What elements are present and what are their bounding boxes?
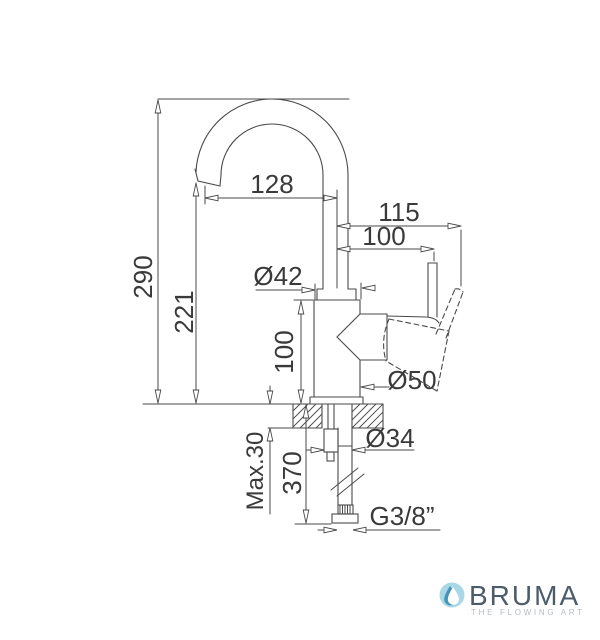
dim-connection-thread: G3/8” bbox=[369, 501, 435, 531]
dim-handle-reach: 115 bbox=[378, 197, 420, 227]
dim-neck-diameter: Ø42 bbox=[253, 261, 303, 291]
mounting-hardware bbox=[323, 403, 365, 524]
brand-tagline: THE FLOWING ART bbox=[471, 608, 585, 617]
handle bbox=[359, 262, 464, 392]
water-drop-icon bbox=[439, 582, 465, 608]
arrowheads bbox=[154, 99, 462, 534]
dim-spout-height: 221 bbox=[169, 290, 199, 334]
faucet-body bbox=[309, 288, 364, 405]
dim-body-height: 100 bbox=[269, 330, 299, 374]
dim-max-deck-thickness: Max.30 bbox=[242, 431, 269, 511]
dim-spout-reach: 128 bbox=[250, 169, 294, 199]
dim-shank-diameter: Ø34 bbox=[365, 423, 415, 453]
dimension-lines bbox=[157, 98, 462, 531]
brand-logo-text: BRUMA bbox=[469, 580, 581, 611]
hatch-right bbox=[351, 403, 384, 429]
dim-overall-height: 290 bbox=[128, 255, 158, 299]
thread-hatch bbox=[339, 504, 351, 515]
handle-rotated-dashed bbox=[383, 288, 464, 392]
dim-supply-length: 370 bbox=[277, 451, 307, 495]
dim-lever-distance: 100 bbox=[362, 221, 406, 251]
countertop-section bbox=[142, 403, 384, 429]
dim-body-diameter: Ø50 bbox=[387, 365, 437, 395]
